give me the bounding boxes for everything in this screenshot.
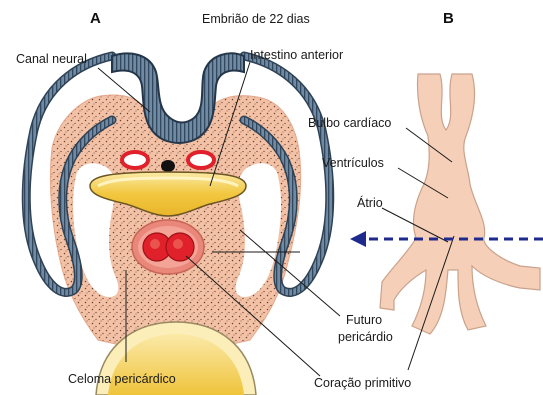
heart-tube-b <box>380 74 540 334</box>
label-bulbo-cardiaco: Bulbo cardíaco <box>308 116 391 131</box>
label-canal-neural: Canal neural <box>16 52 87 67</box>
label-coracao-primitivo: Coração primitivo <box>314 376 411 391</box>
label-ventriculos: Ventrículos <box>322 156 384 171</box>
panel-a-label: A <box>90 10 101 27</box>
diagram-title: Embrião de 22 dias <box>202 12 310 27</box>
label-intestino-anterior: Intestino anterior <box>250 48 343 63</box>
label-celoma-pericardico: Celoma pericárdico <box>68 372 176 387</box>
panel-b-label: B <box>443 10 454 27</box>
label-futuro: Futuro <box>346 313 382 328</box>
notochord <box>161 160 175 172</box>
label-atrio: Átrio <box>357 196 383 211</box>
left-dorsal-aorta <box>122 152 148 168</box>
right-dorsal-aorta <box>188 152 214 168</box>
label-pericardio: pericárdio <box>338 330 393 345</box>
